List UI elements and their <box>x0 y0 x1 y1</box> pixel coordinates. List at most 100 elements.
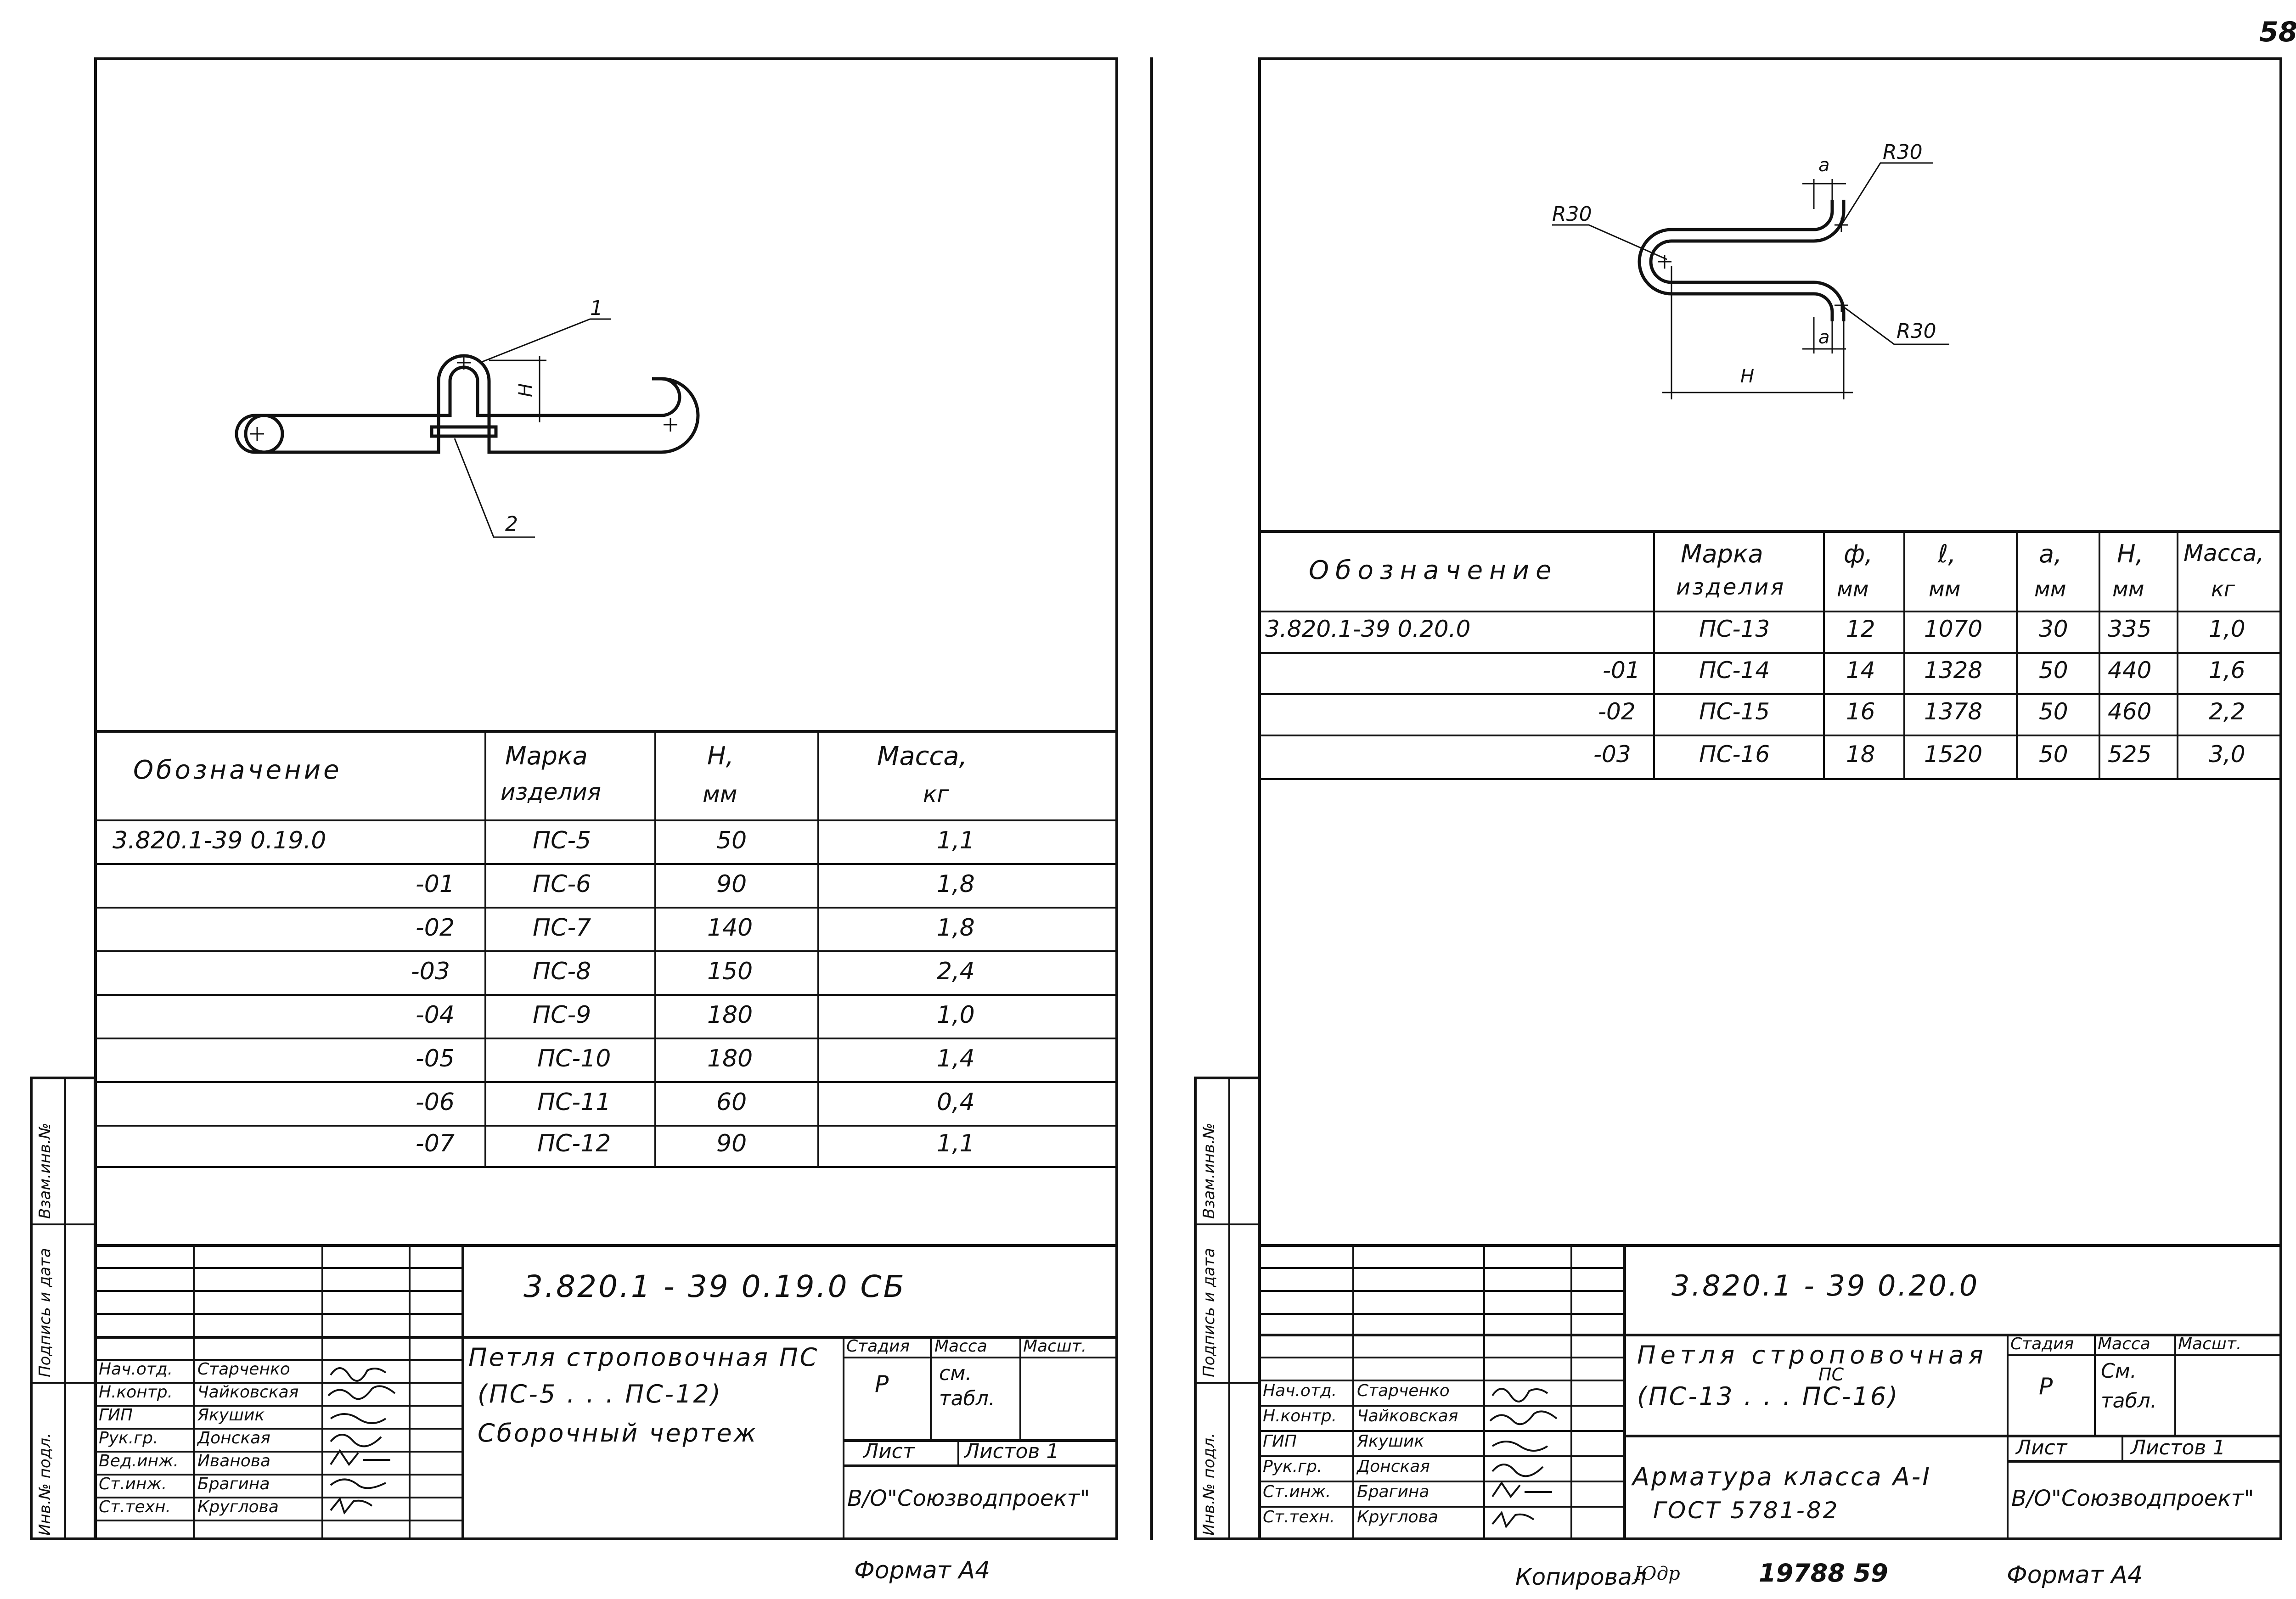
right-row-0-h: 335 <box>2108 616 2152 642</box>
right-name-1: Чайковская <box>1357 1407 1458 1425</box>
right-name-4: Брагина <box>1357 1482 1429 1501</box>
right-a-top: a <box>1818 155 1830 176</box>
right-title-line1: Петля строповочная <box>1637 1341 1988 1369</box>
right-row-2-d: 16 <box>1846 698 1875 725</box>
left-row-5-designation: -05 <box>416 1045 455 1072</box>
left-name-5: Брагина <box>197 1475 270 1493</box>
right-row-2-a: 50 <box>2039 698 2068 725</box>
left-role-5: Ст.инж. <box>99 1475 167 1493</box>
right-row-3-mark: ПС-16 <box>1699 741 1770 768</box>
left-sheets-label: Листов 1 <box>964 1440 1059 1463</box>
left-name-4: Иванова <box>197 1452 271 1470</box>
right-row-1-mark: ПС-14 <box>1699 657 1770 684</box>
left-mass-value-2: табл. <box>939 1387 995 1410</box>
right-row-1-mass: 1,6 <box>2209 657 2245 684</box>
right-th-mass-2: кг <box>2211 577 2235 601</box>
left-th-designation: Обозначение <box>133 755 342 785</box>
left-scale-label: Масшт. <box>1023 1337 1087 1356</box>
left-name-3: Донская <box>197 1429 270 1448</box>
right-row-3-d: 18 <box>1846 741 1875 768</box>
right-title-line2: (ПС-13 . . . ПС-16) <box>1637 1382 1900 1411</box>
right-th-a: a, <box>2039 539 2062 568</box>
right-th-d: ф, <box>1844 539 1873 568</box>
left-role-4: Вед.инж. <box>99 1452 179 1470</box>
left-row-1-mass: 1,8 <box>937 870 975 898</box>
left-title-line2: (ПС-5 . . . ПС-12) <box>478 1380 722 1408</box>
right-r30-left: R30 <box>1552 202 1592 226</box>
left-title-line1: Петля строповочная ПС <box>468 1343 819 1372</box>
left-name-0: Старченко <box>197 1360 290 1379</box>
right-row-3-designation: -03 <box>1593 741 1631 768</box>
left-row-3-mark: ПС-8 <box>533 958 591 985</box>
left-row-1-mark: ПС-6 <box>533 870 591 898</box>
right-th-mark-2: изделия <box>1676 574 1786 600</box>
right-row-0-a: 30 <box>2039 616 2068 642</box>
right-row-2-mark: ПС-15 <box>1699 698 1770 725</box>
right-doc-code: 3.820.1 - 39 0.20.0 <box>1671 1269 1980 1302</box>
right-format-label: Формат А4 <box>2007 1561 2143 1589</box>
right-sheet-frame <box>1258 57 2282 1540</box>
right-mass-value-2: табл. <box>2101 1389 2157 1413</box>
left-mass-value-1: см. <box>939 1362 972 1385</box>
left-role-2: ГИП <box>99 1406 133 1425</box>
left-row-4-designation: -04 <box>416 1001 455 1029</box>
left-row-7-designation: -07 <box>416 1130 455 1157</box>
right-sheets-label: Листов 1 <box>2131 1436 2226 1459</box>
footer-number: 19788 59 <box>1759 1559 1888 1588</box>
right-th-h-2: мм <box>2112 577 2144 601</box>
right-th-l-2: мм <box>1929 577 1961 601</box>
right-role-1: Н.контр. <box>1263 1407 1337 1425</box>
right-row-1-a: 50 <box>2039 657 2068 684</box>
right-side-stamp <box>1194 1077 1261 1540</box>
right-row-3-l: 1520 <box>1924 741 1983 768</box>
left-stage-value: Р <box>875 1371 889 1397</box>
left-row-4-mass: 1,0 <box>937 1001 975 1029</box>
left-role-1: Н.контр. <box>99 1383 173 1402</box>
right-th-l: ℓ, <box>1938 539 1956 568</box>
left-pos-2-label: 2 <box>505 512 518 536</box>
right-row-0-mass: 1,0 <box>2209 616 2245 642</box>
left-name-1: Чайковская <box>197 1383 299 1402</box>
right-sheet-label: Лист <box>2016 1436 2067 1459</box>
left-pos-1-label: 1 <box>590 297 603 320</box>
right-title-line3: Арматура класса А-I <box>1632 1462 1932 1491</box>
left-row-1-h: 90 <box>716 870 747 898</box>
left-sheet-label: Лист <box>863 1440 915 1463</box>
left-row-6-h: 60 <box>716 1088 747 1116</box>
right-row-3-h: 525 <box>2108 741 2152 768</box>
left-row-7-mass: 1,1 <box>937 1130 975 1157</box>
left-row-6-mark: ПС-11 <box>537 1088 611 1116</box>
right-title-line4: ГОСТ 5781-82 <box>1653 1497 1840 1524</box>
left-sheet-frame <box>94 57 1118 1540</box>
right-name-0: Старченко <box>1357 1381 1450 1400</box>
left-name-6: Круглова <box>197 1498 279 1516</box>
left-th-h: H, <box>707 741 734 770</box>
right-row-0-designation: 3.820.1-39 0.20.0 <box>1265 616 1471 642</box>
left-row-0-mark: ПС-5 <box>533 827 591 854</box>
right-th-mark: Марка <box>1681 539 1763 568</box>
right-a-bottom: a <box>1818 327 1830 348</box>
left-th-mass: Масса, <box>877 741 968 771</box>
left-row-5-mark: ПС-10 <box>537 1045 611 1072</box>
right-row-2-l: 1378 <box>1924 698 1983 725</box>
right-name-5: Круглова <box>1357 1508 1438 1526</box>
left-row-7-h: 90 <box>716 1130 747 1157</box>
right-stage-value: Р <box>2039 1373 2053 1400</box>
right-title-sup: ПС <box>1818 1364 1844 1385</box>
left-row-2-mark: ПС-7 <box>533 914 591 942</box>
left-doc-code: 3.820.1 - 39 0.19.0 СБ <box>523 1269 906 1304</box>
right-name-2: Якушик <box>1357 1432 1424 1451</box>
left-row-4-h: 180 <box>707 1001 753 1029</box>
right-row-2-h: 460 <box>2108 698 2152 725</box>
right-role-4: Ст.инж. <box>1263 1482 1331 1501</box>
right-role-0: Нач.отд. <box>1263 1381 1337 1400</box>
right-mass-value-1: См. <box>2101 1359 2137 1383</box>
copied-label: Копировал <box>1515 1564 1647 1590</box>
left-row-3-h: 150 <box>707 958 753 985</box>
right-th-d-2: мм <box>1837 577 1869 601</box>
left-mass-label: Масса <box>934 1337 987 1356</box>
